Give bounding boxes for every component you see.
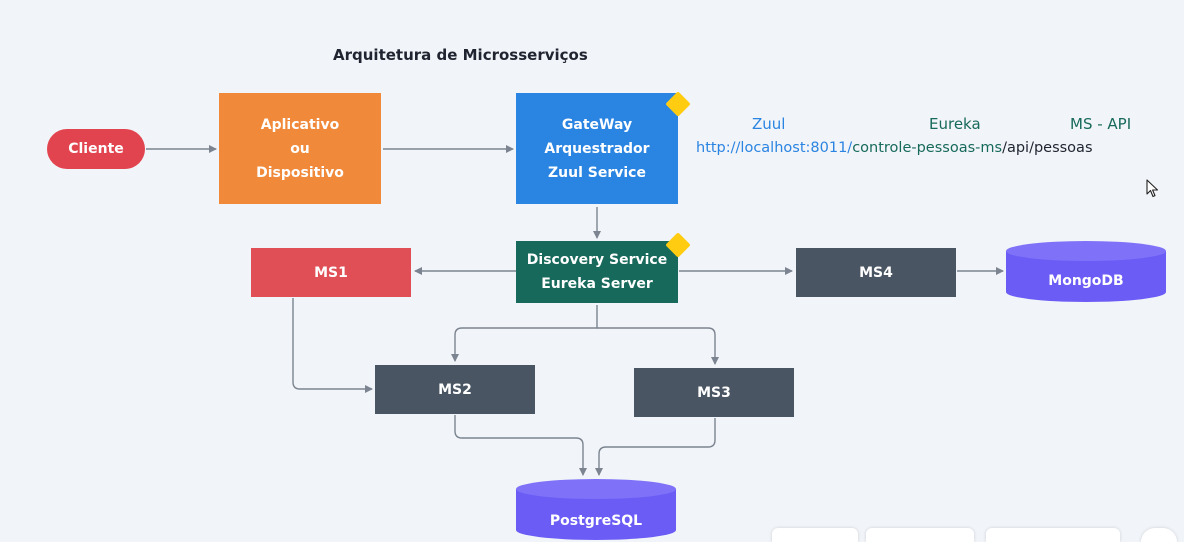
node-ms4-label: MS4 [859, 264, 893, 281]
view-toolbar[interactable] [866, 528, 974, 542]
node-ms4[interactable]: MS4 [796, 248, 956, 297]
mongodb-cylinder [1006, 241, 1166, 302]
node-discovery-line-2: Eureka Server [541, 276, 653, 292]
zoom-level-toolbar[interactable] [986, 528, 1120, 542]
node-aplicativo-line-2: ou [290, 140, 310, 157]
node-ms3-label: MS3 [697, 384, 731, 401]
edge-discovery-ms3 [597, 327, 719, 365]
edge-ms1-ms2 [292, 298, 373, 393]
url-line: http://localhost:8011/controle-pessoas-m… [696, 140, 1093, 156]
node-aplicativo[interactable]: Aplicativo ou Dispositivo [219, 93, 381, 204]
node-cliente-label: Cliente [68, 141, 124, 157]
node-ms2[interactable]: MS2 [375, 365, 535, 414]
node-gateway-line-2: Arquestrador [544, 140, 650, 157]
node-ms1-label: MS1 [314, 264, 348, 281]
cursor-icon [1146, 179, 1159, 198]
url-part-host: http://localhost:8011/ [696, 140, 853, 156]
url-zuul-label: Zuul [752, 115, 786, 133]
help-toolbar[interactable] [1141, 528, 1177, 542]
node-discovery-line-1: Discovery Service [526, 252, 668, 268]
node-mongodb-label: MongoDB [1048, 273, 1124, 289]
zoom-toolbar[interactable] [772, 528, 858, 542]
node-postgresql-label: PostgreSQL [549, 513, 643, 529]
node-ms2-label: MS2 [438, 381, 472, 398]
node-gateway[interactable]: GateWay Arquestrador Zuul Service [516, 93, 678, 204]
node-gateway-line-1: GateWay [561, 116, 633, 133]
node-ms1[interactable]: MS1 [251, 248, 411, 297]
node-gateway-line-3: Zuul Service [548, 164, 646, 181]
url-eureka-label: Eureka [929, 115, 981, 133]
node-aplicativo-line-3: Dispositivo [256, 164, 344, 181]
edge-discovery-ms2 [451, 305, 598, 362]
url-msapi-label: MS - API [1070, 115, 1132, 133]
edge-ms2-postgresql [454, 415, 587, 476]
diagram-title: Arquitetura de Microsserviços [333, 46, 588, 64]
edge-ms3-postgresql [595, 418, 716, 476]
node-discovery[interactable]: Discovery Service Eureka Server [516, 241, 678, 303]
node-cliente[interactable]: Cliente [47, 129, 145, 169]
url-part-api: /api/pessoas [1002, 140, 1093, 156]
node-ms3[interactable]: MS3 [634, 368, 794, 417]
node-aplicativo-line-1: Aplicativo [260, 116, 340, 133]
url-part-service: controle-pessoas-ms [852, 140, 1003, 156]
postgresql-cylinder [516, 479, 676, 540]
